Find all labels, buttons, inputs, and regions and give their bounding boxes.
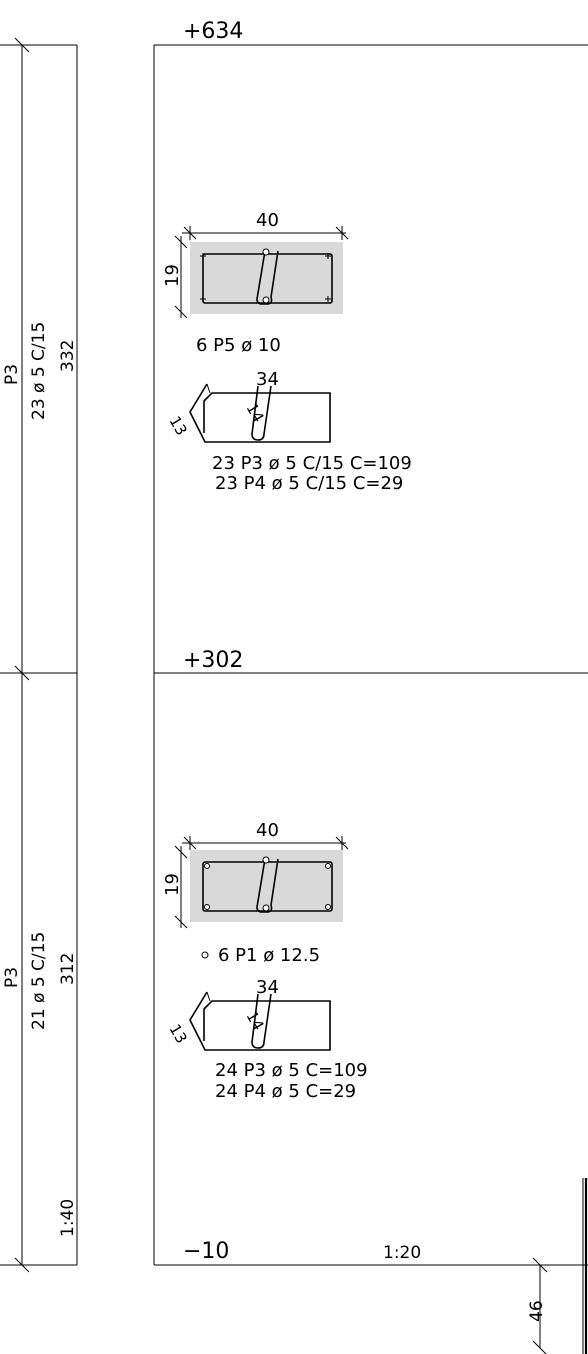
- upper-height-tick-top: [174, 235, 188, 249]
- lower-width-tick-left: [183, 836, 197, 850]
- lower-tie-length: 14: [243, 1008, 268, 1034]
- lower-stirrup-hook-end: [206, 991, 211, 1002]
- lower-stirrup-line1: 24 P3 ø 5 C=109: [215, 1060, 368, 1081]
- upper-stirrup-hook: 13: [166, 413, 191, 439]
- lower-stirrup-line2: 24 P4 ø 5 C=29: [215, 1081, 356, 1102]
- lower-bar-mark: P3: [2, 967, 22, 988]
- footing-dim-value: 46: [527, 1300, 547, 1322]
- upper-width-tick-left: [183, 226, 197, 240]
- upper-tie-bar-bottom: [262, 296, 270, 304]
- lower-tie-bar-bottom: [262, 904, 270, 912]
- upper-stirrup-width: 34: [256, 369, 279, 390]
- upper-height-tick-bottom: [174, 305, 188, 319]
- upper-height-value: 19: [162, 264, 183, 287]
- lower-bar-tl: [204, 863, 210, 869]
- lower-bar-bl: [204, 904, 210, 910]
- upper-tie-length: 14: [243, 400, 268, 426]
- elevation-scale: 1:40: [58, 1199, 78, 1237]
- section-scale: 1:20: [383, 1243, 421, 1263]
- lower-height-tick-top: [174, 845, 188, 859]
- lower-width-tick-right: [335, 836, 349, 850]
- upper-main-bars: 6 P5 ø 10: [196, 335, 281, 356]
- lower-bar-spec: 21 ø 5 C/15: [29, 932, 49, 1030]
- upper-bar-length: 332: [58, 340, 78, 372]
- level-mid: +302: [183, 648, 243, 673]
- upper-cross-section: 40 19 6 P5 ø 10: [162, 210, 349, 356]
- upper-stirrup-tie: [251, 385, 272, 441]
- upper-bar-tl: [200, 253, 206, 259]
- bar-symbol-icon: [201, 951, 209, 959]
- lower-tie-bar-top: [262, 856, 270, 864]
- lower-height-tick-bottom: [174, 915, 188, 929]
- upper-bar-spec: 23 ø 5 C/15: [29, 322, 49, 420]
- lower-stirrup-outline: [189, 991, 331, 1051]
- lower-bar-tr: [325, 863, 331, 869]
- upper-bar-bl: [200, 296, 206, 302]
- section-sheet: +634 +302 −10 1:20 46: [153, 19, 588, 1354]
- lower-height-value: 19: [162, 873, 183, 896]
- lower-bar-length: 312: [58, 953, 78, 985]
- bar-tick-mid: [14, 665, 30, 681]
- lower-main-bars: 6 P1 ø 12.5: [218, 945, 320, 966]
- upper-bar-mark: P3: [2, 364, 22, 385]
- lower-stirrup-shape: 34 13 14 24 P3 ø 5 C=109 24 P4 ø 5 C=29: [166, 977, 368, 1102]
- lower-stirrup-width: 34: [256, 977, 279, 998]
- upper-width-value: 40: [256, 210, 279, 231]
- bar-tick-top: [14, 37, 30, 53]
- upper-tie: [256, 250, 279, 305]
- upper-tie-bar-top: [262, 248, 270, 256]
- upper-bar-br: [325, 296, 331, 302]
- upper-width-tick-right: [335, 226, 349, 240]
- lower-cross-section: 40 19 6 P1 ø 12.5: [162, 820, 349, 966]
- footing-dim-tick-bottom: [532, 1340, 547, 1354]
- lower-bar-br: [325, 904, 331, 910]
- upper-stirrup-line2: 23 P4 ø 5 C/15 C=29: [215, 473, 403, 494]
- column-elevation: P3 23 ø 5 C/15 332 P3 21 ø 5 C/15 312 1:…: [0, 37, 78, 1273]
- bar-tick-bottom: [14, 1257, 30, 1273]
- lower-stirrup-hook: 13: [166, 1021, 191, 1047]
- upper-stirrup-shape: 34 13 14 23 P3 ø 5 C/15 C=109 23 P4 ø 5 …: [166, 369, 412, 494]
- upper-stirrup-hook-end: [206, 383, 211, 394]
- lower-tie: [256, 858, 279, 913]
- footing-dim-tick-top: [532, 1257, 548, 1273]
- upper-bar-tr: [325, 253, 331, 259]
- upper-stirrup-line1: 23 P3 ø 5 C/15 C=109: [212, 453, 412, 474]
- lower-stirrup-tie: [251, 993, 272, 1049]
- upper-stirrup-outline: [189, 383, 331, 443]
- level-top: +634: [183, 19, 243, 44]
- lower-width-value: 40: [256, 820, 279, 841]
- level-bottom: −10: [183, 1239, 229, 1264]
